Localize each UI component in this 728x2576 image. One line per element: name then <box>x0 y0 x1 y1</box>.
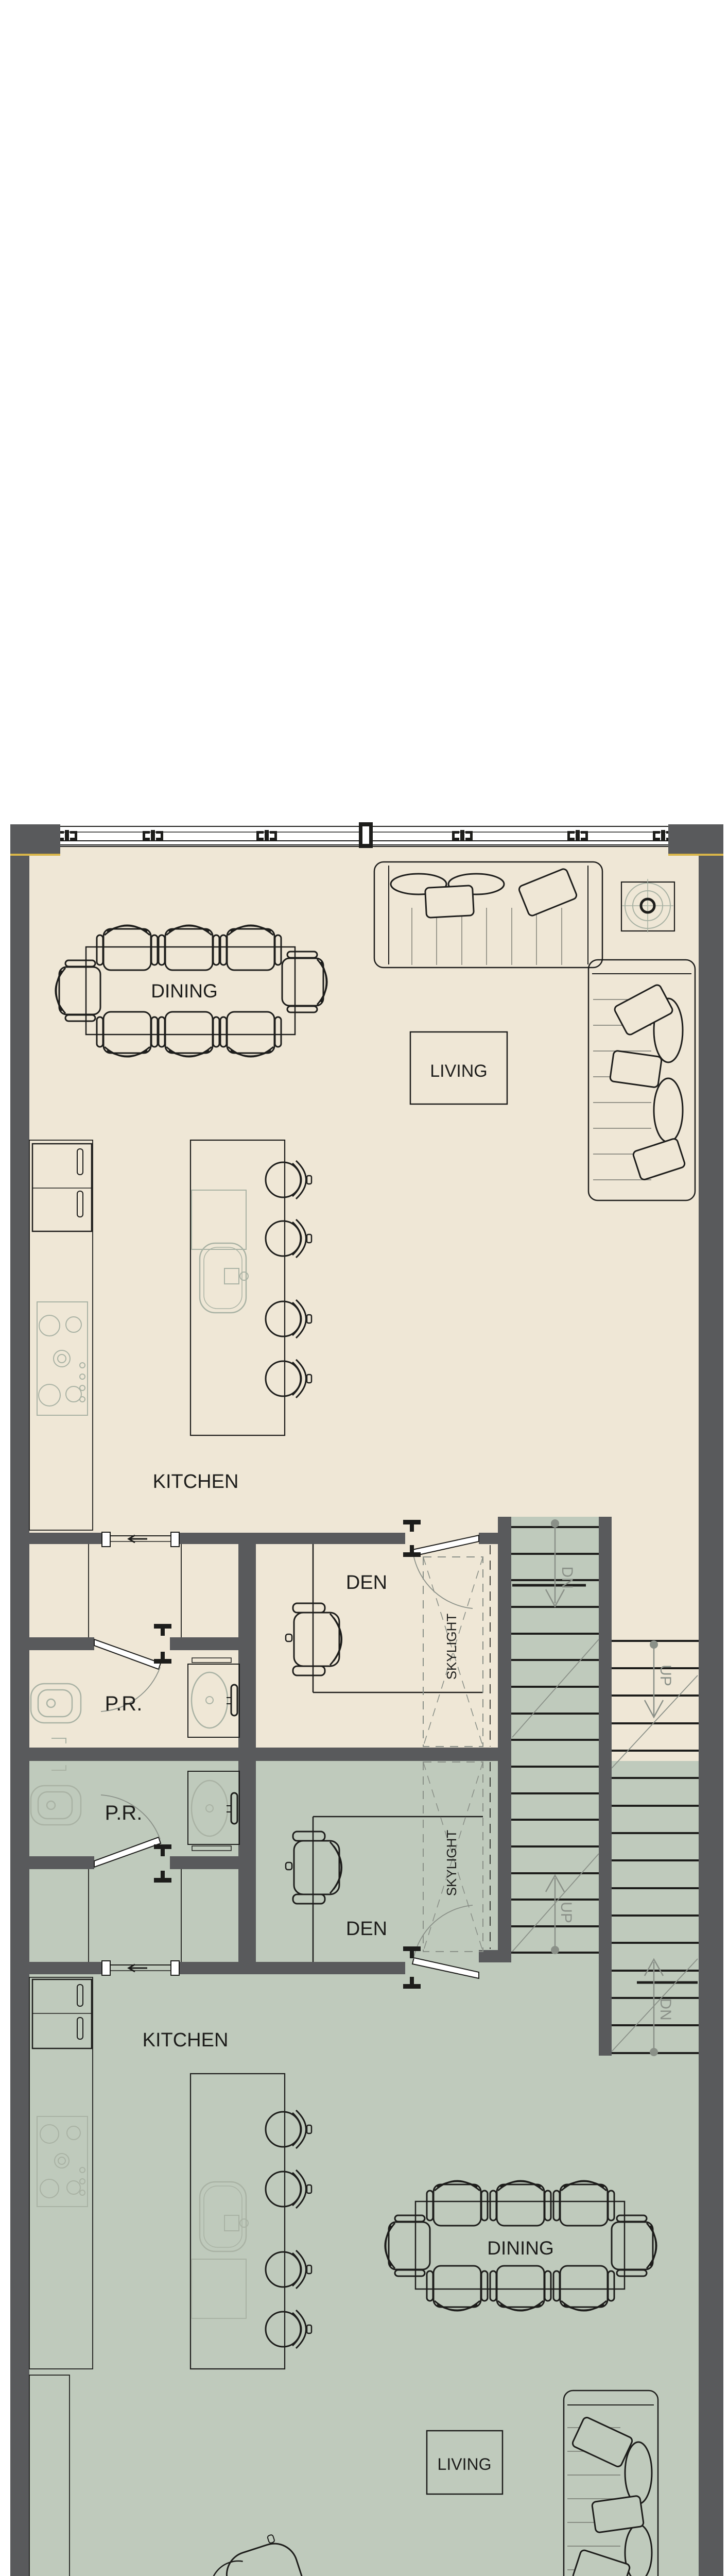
window-mullion-icon <box>567 830 588 841</box>
stair-middle-wall <box>599 1517 612 2056</box>
upper-living-label-box <box>409 1031 508 1105</box>
room-label-living-lower: LIVING <box>438 2455 492 2473</box>
northeast-corner-wall <box>668 824 723 854</box>
lower-kitchen-wall <box>29 1962 106 1974</box>
vanity-sink <box>187 1657 240 1738</box>
lower-powder-room-fixtures <box>30 1765 240 1851</box>
west-wall <box>10 824 29 2576</box>
slide-arrow-icon <box>127 1534 147 1544</box>
upper-kitchen-casework <box>29 1139 313 1531</box>
stair-label-up-lower: UP <box>558 1902 575 1923</box>
room-label-pr-upper: P.R. <box>105 1692 143 1715</box>
upper-powder-room-fixtures <box>30 1657 240 1743</box>
stair-west-wall <box>498 1517 511 1953</box>
stair-direction-arrows <box>545 1519 664 2056</box>
upper-dining-set <box>55 924 328 1058</box>
upper-cooktop <box>37 1301 88 1416</box>
faucet-icon <box>224 1268 239 1284</box>
window-band-top <box>10 822 723 848</box>
window-mullion-icon <box>143 830 163 841</box>
upper-sofa-north <box>373 861 603 969</box>
upper-island <box>189 1139 286 1436</box>
lower-kitchen-wall <box>178 1962 405 1974</box>
lower-dining-table <box>414 2200 626 2290</box>
dishwasher <box>191 2259 247 2319</box>
room-label-den-lower: DEN <box>346 1918 387 1940</box>
lower-kitchen-casework <box>29 1977 313 2576</box>
corner-accent-line <box>668 854 723 856</box>
upper-kitchen-wall <box>29 1533 106 1544</box>
lower-cooktop <box>37 2116 88 2207</box>
faucet-icon <box>230 1792 238 1825</box>
lower-sofa-east <box>563 2389 659 2576</box>
upper-pr-door <box>94 1624 171 1712</box>
slide-arrow-icon <box>127 1963 147 1973</box>
lower-pocket-door <box>101 1960 180 1976</box>
lower-pr-wall <box>170 1856 256 1869</box>
toilet-icon <box>30 1683 82 1743</box>
lower-fridge <box>31 1978 93 2049</box>
upper-skylight <box>423 1556 483 1747</box>
corner-accent-line <box>10 854 60 856</box>
staircase: DN UP UP DN <box>511 1519 699 2056</box>
room-labels: DINING LIVING KITCHEN DEN SKYLIGHT P.R. … <box>105 980 554 2473</box>
stair-label-dn-lower: DN <box>657 1998 674 2020</box>
lower-skylight <box>423 1761 483 1952</box>
room-label-skylight-lower: SKYLIGHT <box>444 1830 459 1896</box>
vanity-sink <box>187 1771 240 1851</box>
lower-wall-shelf <box>29 2375 70 2576</box>
stair-label-dn-upper: DN <box>559 1566 576 1588</box>
upper-kitchen-counter <box>29 1140 93 1531</box>
upper-pr-wall <box>10 1637 94 1650</box>
unit-divider-wall <box>10 1748 511 1761</box>
room-label-living-upper: LIVING <box>430 1061 487 1081</box>
island-sink <box>199 1242 247 1314</box>
dishwasher <box>191 1190 247 1250</box>
upper-pocket-door <box>101 1532 180 1547</box>
faucet-icon <box>224 2215 239 2231</box>
room-label-dining-lower: DINING <box>487 2238 554 2259</box>
lower-dining-set <box>384 2180 657 2312</box>
fireplace-symbol <box>620 879 675 933</box>
upper-kitchen-wall <box>178 1533 405 1544</box>
window-post-icon <box>359 822 373 848</box>
window-mullion-icon <box>256 830 277 841</box>
room-label-kitchen-upper: KITCHEN <box>153 1471 239 1493</box>
room-label-skylight-upper: SKYLIGHT <box>444 1614 459 1680</box>
east-wall <box>699 824 723 2576</box>
faucet-icon <box>230 1684 238 1717</box>
stair-treads-east-run <box>612 1640 699 2054</box>
upper-dining-table <box>85 946 296 1036</box>
lower-island <box>189 2073 286 2370</box>
lower-pr-door <box>94 1794 171 1883</box>
toilet-icon <box>30 1765 82 1826</box>
room-label-den-upper: DEN <box>346 1572 387 1594</box>
lower-kitchen-counter <box>29 1977 93 2369</box>
island-sink <box>199 2181 247 2252</box>
room-label-dining-upper: DINING <box>151 980 218 1002</box>
upper-fridge <box>31 1143 93 1232</box>
lower-living-label-box <box>426 2430 504 2495</box>
room-label-pr-lower: P.R. <box>105 1802 143 1824</box>
lower-den-door <box>403 1905 479 1989</box>
northwest-corner-wall <box>10 824 60 854</box>
upper-sofa-east <box>587 959 696 1201</box>
walls <box>10 824 723 2576</box>
stair-label-up-upper: UP <box>657 1665 674 1686</box>
lower-pr-wall <box>10 1856 94 1869</box>
window-mullion-icon <box>452 830 473 841</box>
room-label-kitchen-lower: KITCHEN <box>143 2029 229 2051</box>
lower-swivel-chair <box>210 2534 305 2576</box>
